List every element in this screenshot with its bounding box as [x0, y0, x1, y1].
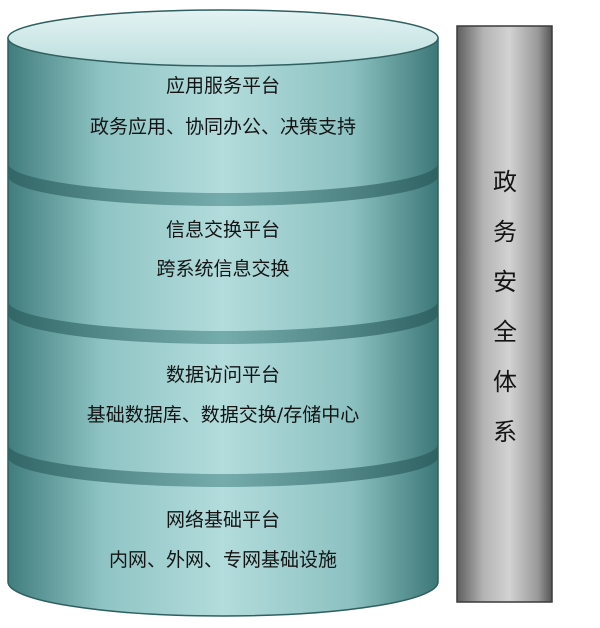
- layer-separator: [8, 163, 438, 206]
- cylinder-top: [7, 9, 439, 67]
- layer-description: 基础数据库、数据交换/存储中心: [87, 404, 359, 426]
- security-pillar-char: 安: [493, 268, 517, 296]
- security-pillar-char: 务: [493, 218, 517, 246]
- layer-title: 信息交换平台: [166, 219, 280, 241]
- layer-description: 内网、外网、专网基础设施: [109, 549, 337, 571]
- layer-title: 应用服务平台: [166, 75, 280, 97]
- layer-separator: [8, 301, 438, 344]
- security-pillar-char: 政: [493, 168, 517, 196]
- layer-separator: [8, 444, 438, 487]
- security-pillar-char: 全: [493, 318, 517, 346]
- security-pillar-char: 体: [493, 368, 517, 396]
- security-pillar-char: 系: [493, 418, 517, 446]
- layer-description: 政务应用、协同办公、决策支持: [90, 116, 356, 138]
- layer-title: 数据访问平台: [166, 364, 280, 386]
- security-pillar: [456, 25, 553, 603]
- layer-title: 网络基础平台: [166, 509, 280, 531]
- layer-description: 跨系统信息交换: [156, 258, 289, 280]
